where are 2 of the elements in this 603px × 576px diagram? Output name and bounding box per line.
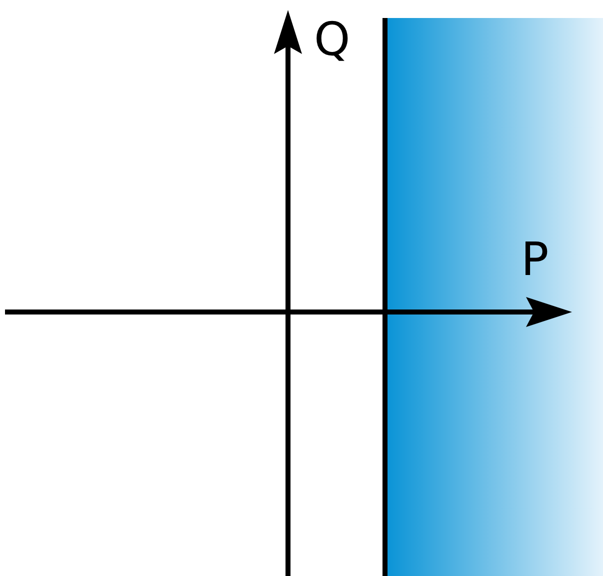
axis-label: P: [521, 236, 549, 282]
axis-label: Q: [314, 16, 350, 62]
